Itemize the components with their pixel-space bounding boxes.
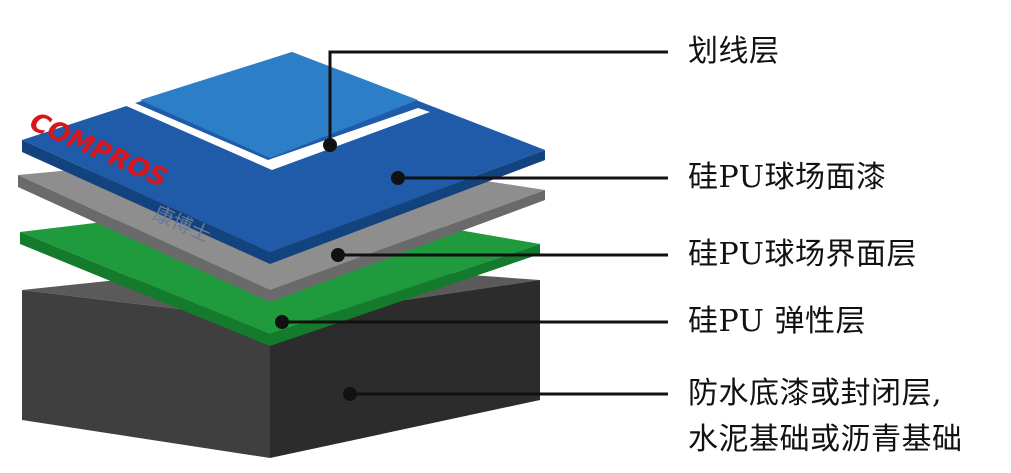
- top-coat-layer-sheet: [22, 52, 545, 264]
- base-left-face: [22, 290, 270, 458]
- label-elastic-layer: 硅PU 弹性层: [688, 304, 866, 339]
- leader-dot-line-layer: [323, 138, 337, 152]
- leader-lines: [275, 50, 668, 401]
- interface-front-face: [18, 175, 545, 302]
- leader-dot-interface: [331, 248, 345, 262]
- base-right-face: [270, 280, 540, 458]
- leader-dot-top-coat: [391, 171, 405, 185]
- elastic-front-face: [20, 232, 540, 346]
- leader-line-line-layer: [328, 50, 668, 145]
- label-line-layer: 划线层: [688, 34, 780, 69]
- leader-dot-elastic: [275, 315, 289, 329]
- label-interface-layer: 硅PU球场界面层: [688, 237, 917, 272]
- label-base-foundation: 水泥基础或沥青基础: [688, 422, 963, 457]
- label-top-coat: 硅PU球场面漆: [688, 160, 887, 195]
- court-inner-area: [140, 52, 418, 158]
- label-base-primer: 防水底漆或封闭层,: [688, 376, 943, 411]
- leader-dot-base: [343, 387, 357, 401]
